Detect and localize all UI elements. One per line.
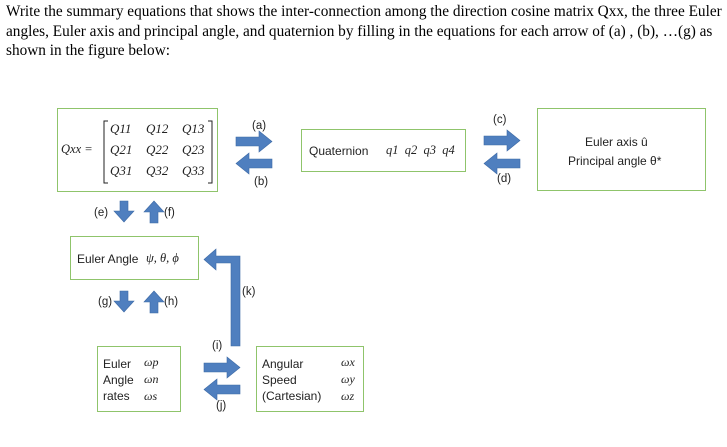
matrix-q11: Q11 [110,121,132,136]
arrow-g [113,290,135,313]
matrix-q31: Q31 [110,163,133,178]
arrow-d [483,152,521,175]
arrow-label-g: (g) [98,296,113,308]
angular-speed-box: Angular Speed (Cartesian) ωx ωy ωz [256,346,364,412]
euler-angle-box: Euler Angle ψ, θ, ϕ [70,236,199,280]
dcm-label: Qxx = [61,142,93,156]
matrix-q22: Q22 [146,142,169,157]
arrow-label-h: (h) [164,296,179,308]
arrow-label-k: (k) [242,286,256,298]
omega-z: ωz [341,389,355,403]
dcm-box: Qxx = Q11 Q12 Q13 Q21 Q22 Q23 Q31 Q32 Q3… [57,108,218,192]
principal-angle-label: Principal angle θ* [568,154,662,168]
arrow-h [143,290,165,314]
matrix-q21: Q21 [110,142,133,157]
arrow-label-f: (f) [164,207,175,219]
quaternion-box: Quaternion q1 q2 q3 q4 [301,129,466,172]
arrow-label-e: (e) [94,207,109,219]
angular-speed-line-1: Angular [262,357,304,371]
euler-angle-symbols: ψ, θ, ϕ [146,251,179,265]
arrow-label-b: (b) [254,176,269,188]
euler-axis-box: Euler axis û Principal angle θ* [537,108,706,191]
quaternion-label: Quaternion [309,144,369,158]
matrix-brackets [103,120,213,184]
arrow-label-c: (c) [493,114,507,126]
arrow-a [235,130,273,153]
omega-p: ωp [144,355,159,369]
angular-speed-line-3: (Cartesian) [262,389,322,403]
arrow-j [203,378,241,401]
matrix-q23: Q23 [182,142,205,157]
arrow-b [235,152,273,175]
matrix-q32: Q32 [146,163,169,178]
arrow-label-j: (j) [216,400,227,412]
omega-s: ωs [144,389,158,403]
arrow-c [483,129,521,152]
question-text: Write the summary equations that shows t… [6,3,722,59]
arrow-i [203,356,241,379]
omega-n: ωn [144,372,159,386]
euler-rates-line-1: Euler [103,357,132,371]
arrow-label-d: (d) [497,173,512,185]
matrix-q33: Q33 [182,163,205,178]
arrow-k [203,248,241,347]
matrix-q12: Q12 [146,121,169,136]
euler-rates-line-3: rates [103,389,130,403]
euler-angle-label: Euler Angle [77,252,139,266]
euler-axis-label: Euler axis û [585,135,648,149]
omega-x: ωx [341,355,355,369]
arrow-label-i: (i) [212,340,223,352]
arrow-e [113,200,135,223]
arrow-label-a: (a) [252,120,267,132]
arrow-f [143,200,165,224]
euler-rates-box: Euler Angle rates ωp ωn ωs [97,346,181,412]
matrix-q13: Q13 [182,121,205,136]
euler-rates-line-2: Angle [103,373,134,387]
omega-y: ωy [341,372,355,386]
quaternion-symbols: q1 q2 q3 q4 [386,143,455,157]
angular-speed-line-2: Speed [262,373,297,387]
